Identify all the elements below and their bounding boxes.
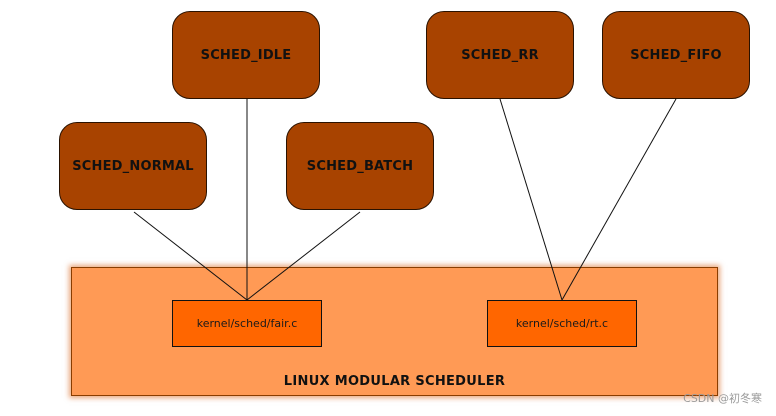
fair-c-file-box: kernel/sched/fair.c [172, 300, 322, 347]
rt-c-file-label: kernel/sched/rt.c [515, 317, 609, 330]
policy-sched-fifo-label: SCHED_FIFO [630, 47, 722, 63]
policy-sched-idle-label: SCHED_IDLE [200, 47, 292, 63]
rt-c-file-box: kernel/sched/rt.c [487, 300, 637, 347]
policy-sched-batch-label: SCHED_BATCH [306, 158, 414, 174]
fair-c-file-label: kernel/sched/fair.c [196, 317, 298, 330]
scheduler-title: LINUX MODULAR SCHEDULER [283, 374, 506, 389]
policy-sched-rr-label: SCHED_RR [461, 47, 539, 63]
policy-sched-normal: SCHED_NORMAL [59, 122, 207, 210]
policy-sched-idle: SCHED_IDLE [172, 11, 320, 99]
watermark: CSDN @初冬寒 [683, 392, 762, 405]
policy-sched-normal-label: SCHED_NORMAL [72, 158, 194, 174]
policy-sched-fifo: SCHED_FIFO [602, 11, 750, 99]
policy-sched-rr: SCHED_RR [426, 11, 574, 99]
policy-sched-batch: SCHED_BATCH [286, 122, 434, 210]
